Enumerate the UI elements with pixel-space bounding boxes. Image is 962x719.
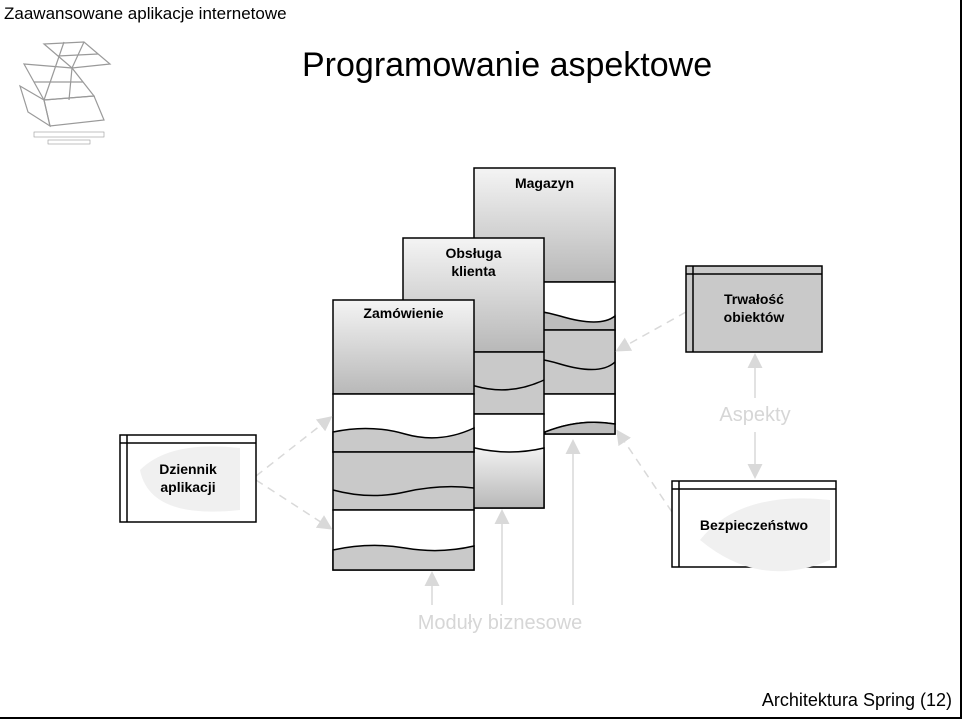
university-logo (18, 41, 112, 145)
module-label-zamowienie: Zamówienie (363, 305, 444, 321)
modules-caption: Moduły biznesowe (417, 612, 583, 634)
aspect-label-bezpieczenstwo: Bezpieczeństwo (699, 517, 809, 533)
slide-title: Programowanie aspektowe (302, 46, 713, 84)
trwalosc-connector (615, 311, 687, 352)
aspect-label-trwalosc-obiektow: Trwałość obiektów (723, 291, 785, 325)
module-label-magazyn: Magazyn (514, 175, 575, 191)
aspect-dziennik-aplikacji (119, 434, 257, 523)
bezpieczenstwo-connector (616, 429, 673, 513)
module-zamowienie (332, 299, 475, 571)
module-label-obsluga-klienta: Obsługa klienta (445, 245, 502, 279)
dziennik-connector-up (255, 416, 333, 477)
aspect-label-dziennik-aplikacji: Dziennik aplikacji (159, 461, 217, 495)
dziennik-connector-down (255, 479, 333, 530)
aspect-trwalosc-obiektow (685, 265, 823, 353)
aspect-bezpieczenstwo (671, 480, 837, 572)
aspects-caption: Aspekty (719, 404, 791, 426)
course-title: Zaawansowane aplikacje internetowe (4, 4, 287, 23)
footer-text: Architektura Spring (12) (761, 690, 952, 710)
